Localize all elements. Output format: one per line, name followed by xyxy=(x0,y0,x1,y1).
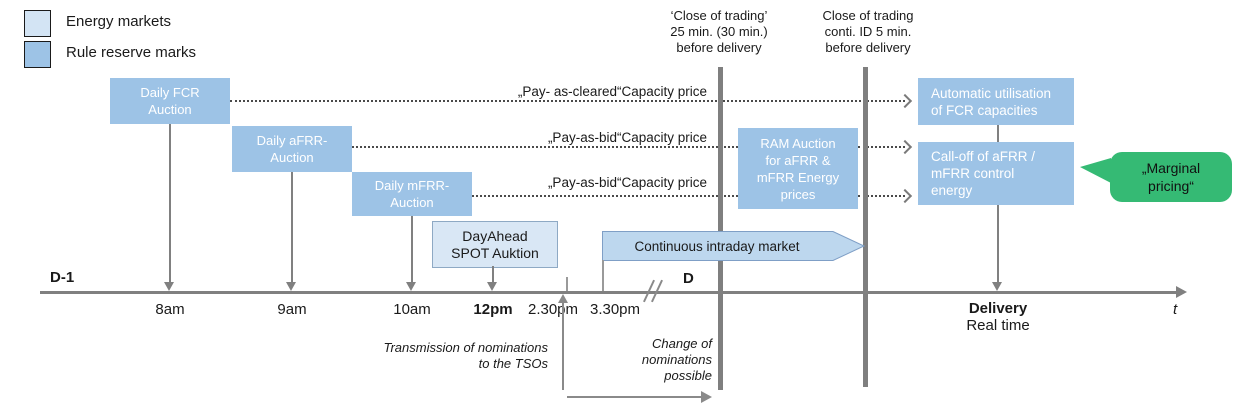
arrowhead-down-icon xyxy=(164,282,174,291)
connector-calloff-to-timeline xyxy=(997,205,999,282)
label-pay-as-bid-capacity-price-2: „Pay-as-bid“Capacity price xyxy=(547,175,707,190)
label-real-time: Real time xyxy=(966,317,1030,334)
label-pay-as-cleared-capacity-price: „Pay- as-cleared“Capacity price xyxy=(517,84,707,99)
label-d: D xyxy=(683,270,694,287)
connector-afrr xyxy=(291,172,293,282)
label-3-30pm: 3.30pm xyxy=(589,301,641,318)
dotted-line-pay-as-bid-1b xyxy=(858,146,905,148)
arrowhead-down-icon xyxy=(487,282,497,291)
box-automatic-utilisation-fcr: Automatic utilisation of FCR capacities xyxy=(918,78,1074,125)
dotted-line-pay-as-bid-2b xyxy=(858,195,905,197)
box-dayahead-spot-auktion: DayAhead SPOT Auktion xyxy=(432,221,558,268)
label-pay-as-bid-capacity-price-1: „Pay-as-bid“Capacity price xyxy=(547,130,707,145)
header-close-of-trading-1: ‘Close of trading’ 25 min. (30 min.) bef… xyxy=(670,8,768,55)
timeline-arrowhead-icon xyxy=(1176,286,1187,298)
dotted-line-pay-as-cleared xyxy=(230,100,905,102)
header-close-of-trading-2: Close of trading conti. ID 5 min. before… xyxy=(822,8,914,55)
arrowhead-right-icon xyxy=(897,139,913,155)
box-daily-afrr-auction: Daily aFRR- Auction xyxy=(232,126,352,172)
label-delivery: Delivery xyxy=(968,300,1028,317)
box-ram-auction: RAM Auction for aFRR & mFRR Energy price… xyxy=(738,128,858,209)
legend-label-rule-reserve-marks: Rule reserve marks xyxy=(66,44,197,61)
connector-mfrr xyxy=(411,216,413,282)
close-of-trading-bar-2 xyxy=(863,67,868,387)
legend-swatch-energy-markets xyxy=(24,10,51,37)
label-d-minus-1: D-1 xyxy=(50,269,75,286)
note-transmission-of-nominations: Transmission of nominations to the TSOs xyxy=(383,340,549,371)
label-2-30pm: 2.30pm xyxy=(527,301,579,318)
label-9am: 9am xyxy=(277,301,307,318)
arrowhead-down-icon xyxy=(406,282,416,291)
tick-2-30pm xyxy=(566,277,568,291)
label-12pm: 12pm xyxy=(473,301,513,318)
box-daily-fcr-auction: Daily FCR Auction xyxy=(110,78,230,124)
legend-swatch-rule-reserve-marks xyxy=(24,41,51,68)
dotted-line-pay-as-bid-1a xyxy=(352,146,738,148)
legend-label-energy-markets: Energy markets xyxy=(66,13,172,30)
connector-fcr xyxy=(169,124,171,282)
arrowhead-right-icon xyxy=(897,93,913,109)
arrowhead-up-icon xyxy=(558,294,568,303)
bubble-marginal-pricing-label: „Marginal pricing“ xyxy=(1141,160,1201,194)
arrowhead-down-icon xyxy=(992,282,1002,291)
label-8am: 8am xyxy=(155,301,185,318)
intraday-arrow-label: Continuous intraday market xyxy=(634,238,800,254)
intraday-arrow-shape xyxy=(602,231,866,261)
nomination-up-arrow-shaft xyxy=(562,300,564,390)
connector-dayahead xyxy=(492,266,494,282)
arrowhead-right-icon xyxy=(701,391,712,403)
arrowhead-down-icon xyxy=(286,282,296,291)
close-of-trading-bar-1 xyxy=(718,67,723,390)
dotted-line-pay-as-bid-2a xyxy=(472,195,738,197)
label-t: t xyxy=(1173,301,1178,318)
note-change-of-nominations: Change of nominations possible xyxy=(641,336,712,383)
label-10am: 10am xyxy=(393,301,431,318)
change-window-arrow-shaft xyxy=(567,396,703,398)
timeline-axis xyxy=(40,291,1178,294)
bubble-marginal-pricing: „Marginal pricing“ xyxy=(1080,152,1232,202)
tick-3-30pm xyxy=(602,260,604,291)
connector-auto-to-calloff xyxy=(997,125,999,142)
box-call-off-afrr-mfrr: Call-off of aFRR / mFRR control energy xyxy=(918,142,1074,205)
bubble-tail-icon xyxy=(1080,158,1111,183)
box-daily-mfrr-auction: Daily mFRR- Auction xyxy=(352,172,472,216)
arrowhead-right-icon xyxy=(897,188,913,204)
